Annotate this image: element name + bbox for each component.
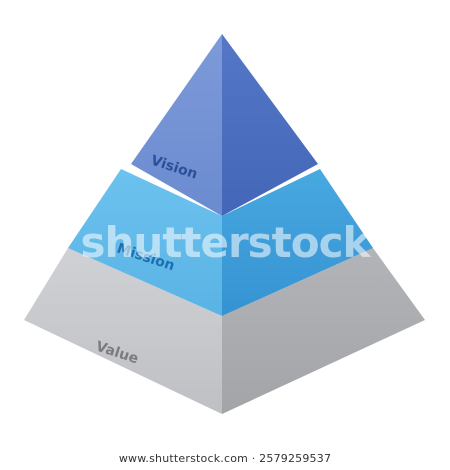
- watermark-site: www.shutterstock.com: [118, 452, 249, 465]
- tier-vision-left-face: [131, 34, 222, 216]
- tier-value: Value: [24, 248, 425, 414]
- tier-value-right-face: [222, 248, 425, 414]
- tier-vision: Vision: [131, 34, 318, 216]
- tier-mission-left-face: [68, 169, 222, 316]
- watermark-id: 2579259537: [259, 452, 332, 465]
- tier-mission: Mission: [68, 169, 373, 316]
- tier-mission-right-face: [222, 169, 373, 316]
- watermark-caption: www.shutterstock.com · 2579259537: [118, 452, 332, 465]
- tier-value-left-face: [24, 248, 222, 414]
- tier-vision-right-face: [222, 34, 318, 216]
